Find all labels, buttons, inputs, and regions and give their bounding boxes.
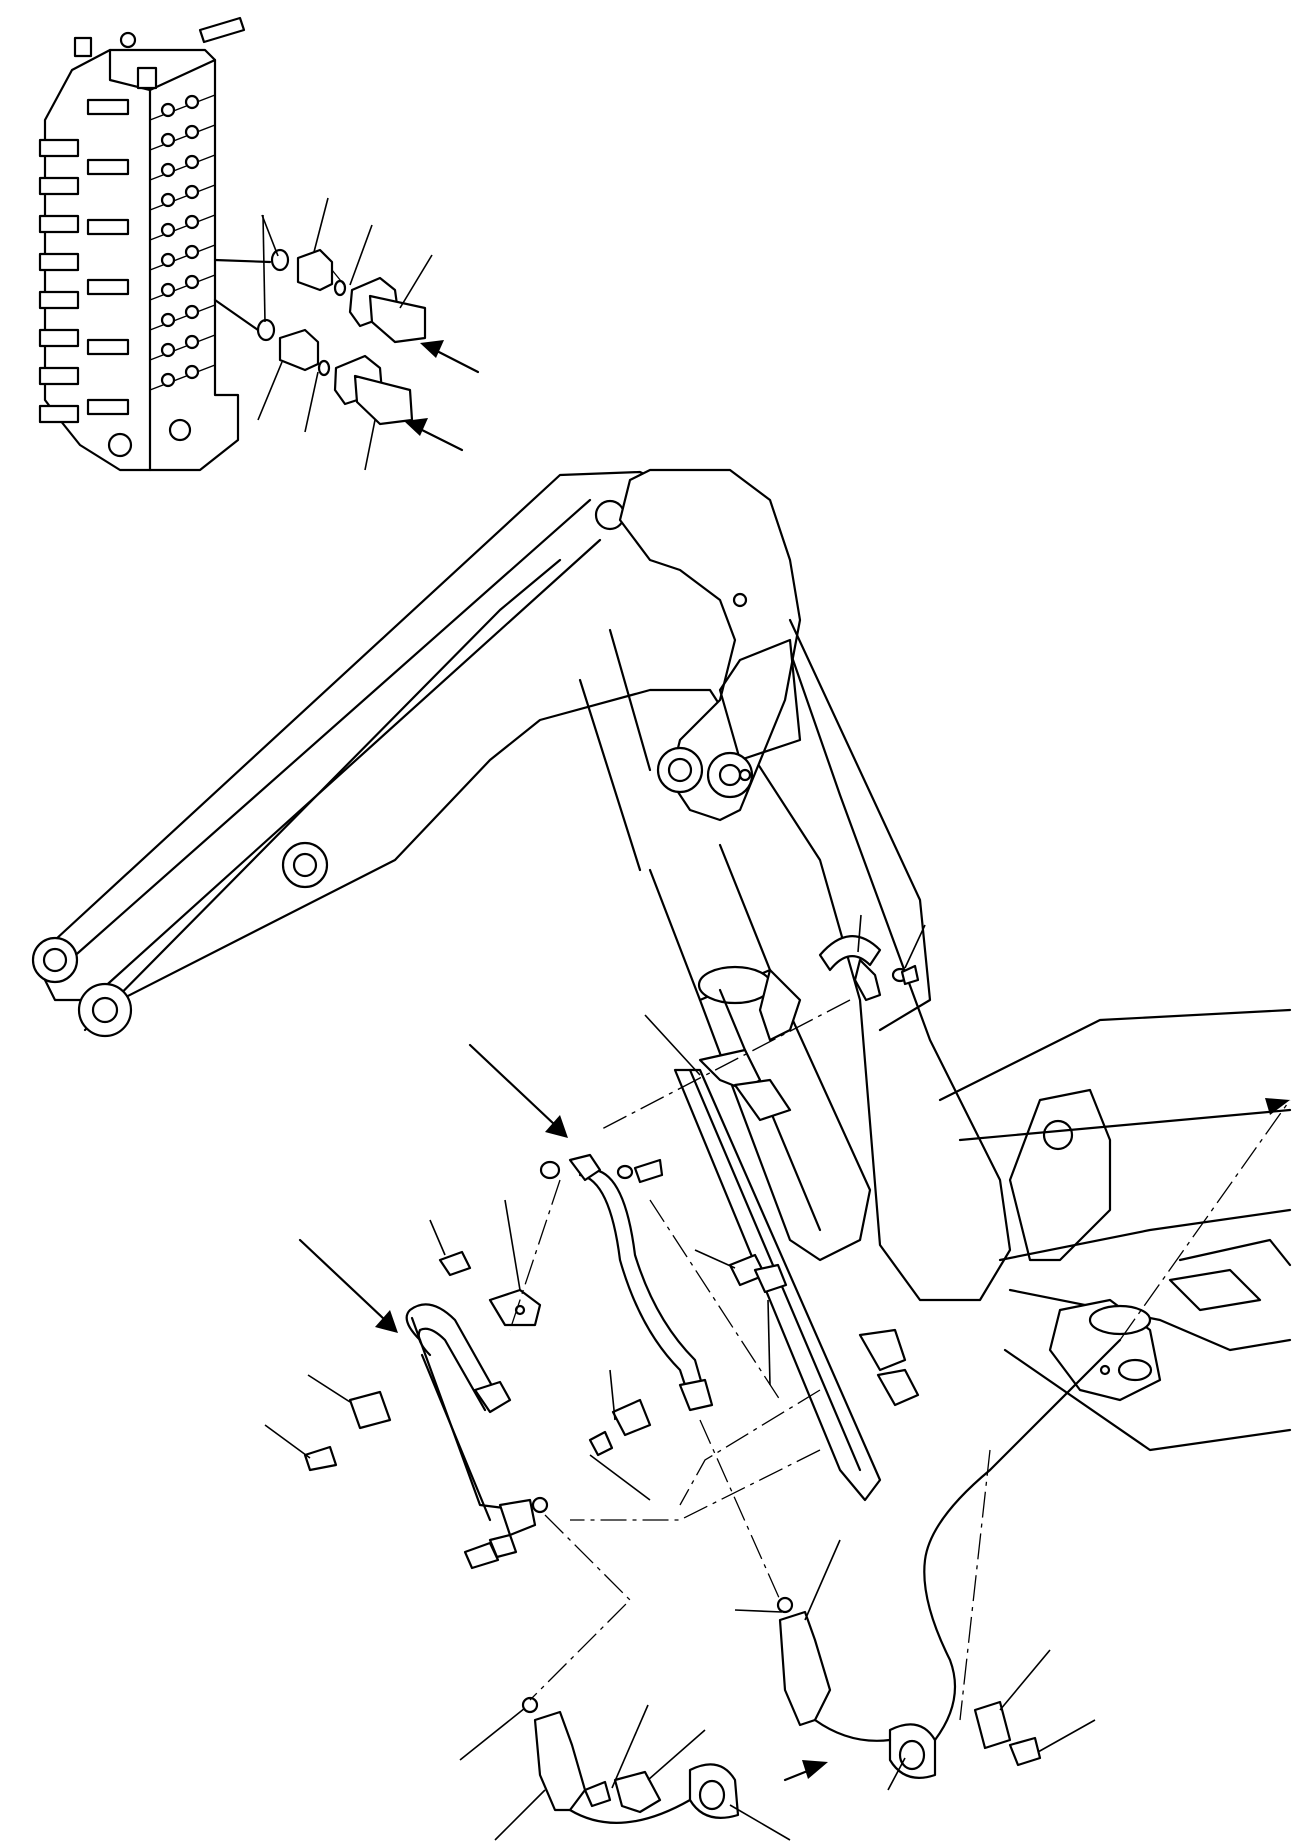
leader-lines-lower [264, 914, 1096, 1841]
valve-lower-fitting-group [213, 298, 414, 426]
lower-hose-assemblies [521, 1338, 1122, 1824]
valve-upper-fitting-group [213, 248, 427, 344]
valve-spools [38, 98, 130, 424]
boom-clamp-upper [818, 935, 920, 1002]
valve-ports [107, 94, 200, 458]
valve-top-fittings [73, 16, 246, 90]
flow-arrows-valve [404, 340, 480, 452]
u-shaped-pipe-left [405, 1303, 549, 1537]
assembly-centre-lines [509, 999, 1291, 1721]
control-valve-assembly [38, 16, 246, 472]
boom-plate-structure [618, 468, 932, 1032]
inlet-pipe-center [539, 1153, 714, 1412]
valve-leader-lines [257, 197, 433, 471]
clamp-brackets [303, 1250, 1042, 1814]
valve-sections [107, 94, 216, 458]
flow-arrows-lower [298, 1043, 1290, 1782]
chassis-base [938, 1008, 1292, 1452]
boom-cylinder [578, 628, 872, 1262]
